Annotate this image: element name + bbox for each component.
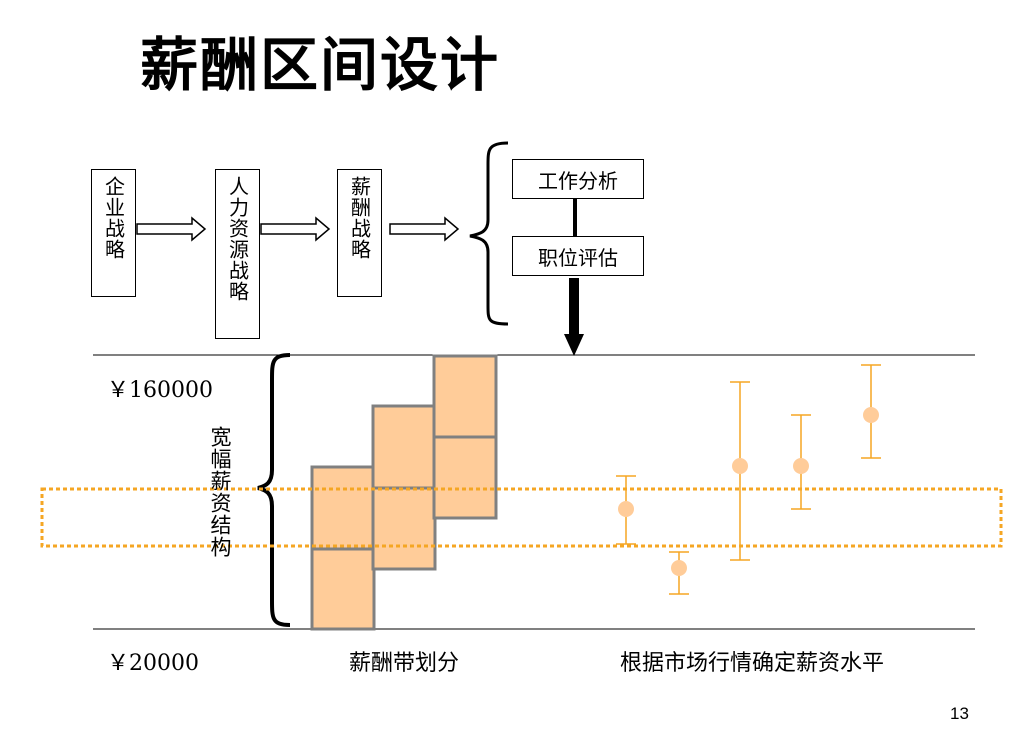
max-salary-label: ￥160000 xyxy=(107,378,213,403)
band-3-lower xyxy=(432,435,498,520)
band-2-lower xyxy=(371,486,437,571)
page-title: 薪酬区间设计 xyxy=(140,31,501,99)
flow-step-label: 薪酬战略 xyxy=(347,176,372,260)
flow-arrow xyxy=(136,216,207,242)
flow-step-label: 企业战略 xyxy=(101,176,126,260)
band-2-upper xyxy=(371,404,437,490)
flow-step-hr-strategy: 人力资源战略 xyxy=(215,169,260,339)
market-point xyxy=(730,381,750,561)
market-point xyxy=(791,414,811,510)
broadband-structure-label: 宽幅薪资结构 xyxy=(208,426,232,558)
min-salary-label: ￥20000 xyxy=(107,651,199,676)
market-caption: 根据市场行情确定薪资水平 xyxy=(620,651,885,676)
page-number: 13 xyxy=(950,704,969,723)
salary-bands xyxy=(310,354,498,631)
job-evaluation-label: 职位评估 xyxy=(538,245,618,270)
band-1-lower xyxy=(310,547,376,631)
down-arrow xyxy=(564,278,584,356)
flow-step-corporate-strategy: 企业战略 xyxy=(91,169,136,297)
analysis-brace xyxy=(469,141,509,326)
structure-brace xyxy=(257,353,291,627)
job-evaluation-box: 职位评估 xyxy=(512,236,644,276)
band-1-upper xyxy=(310,465,376,551)
market-point xyxy=(669,551,689,595)
flow-step-label: 人力资源战略 xyxy=(225,176,250,302)
market-range-highlight xyxy=(40,487,1003,548)
flow-arrow xyxy=(389,216,460,242)
bands-caption: 薪酬带划分 xyxy=(349,651,460,676)
flow-step-compensation-strategy: 薪酬战略 xyxy=(337,169,382,297)
band-3-upper xyxy=(432,354,498,439)
flow-arrow xyxy=(260,216,331,242)
market-point xyxy=(616,475,636,545)
job-analysis-label: 工作分析 xyxy=(538,168,618,193)
market-error-bars xyxy=(616,364,881,595)
market-point xyxy=(861,364,881,459)
job-analysis-box: 工作分析 xyxy=(512,159,644,199)
